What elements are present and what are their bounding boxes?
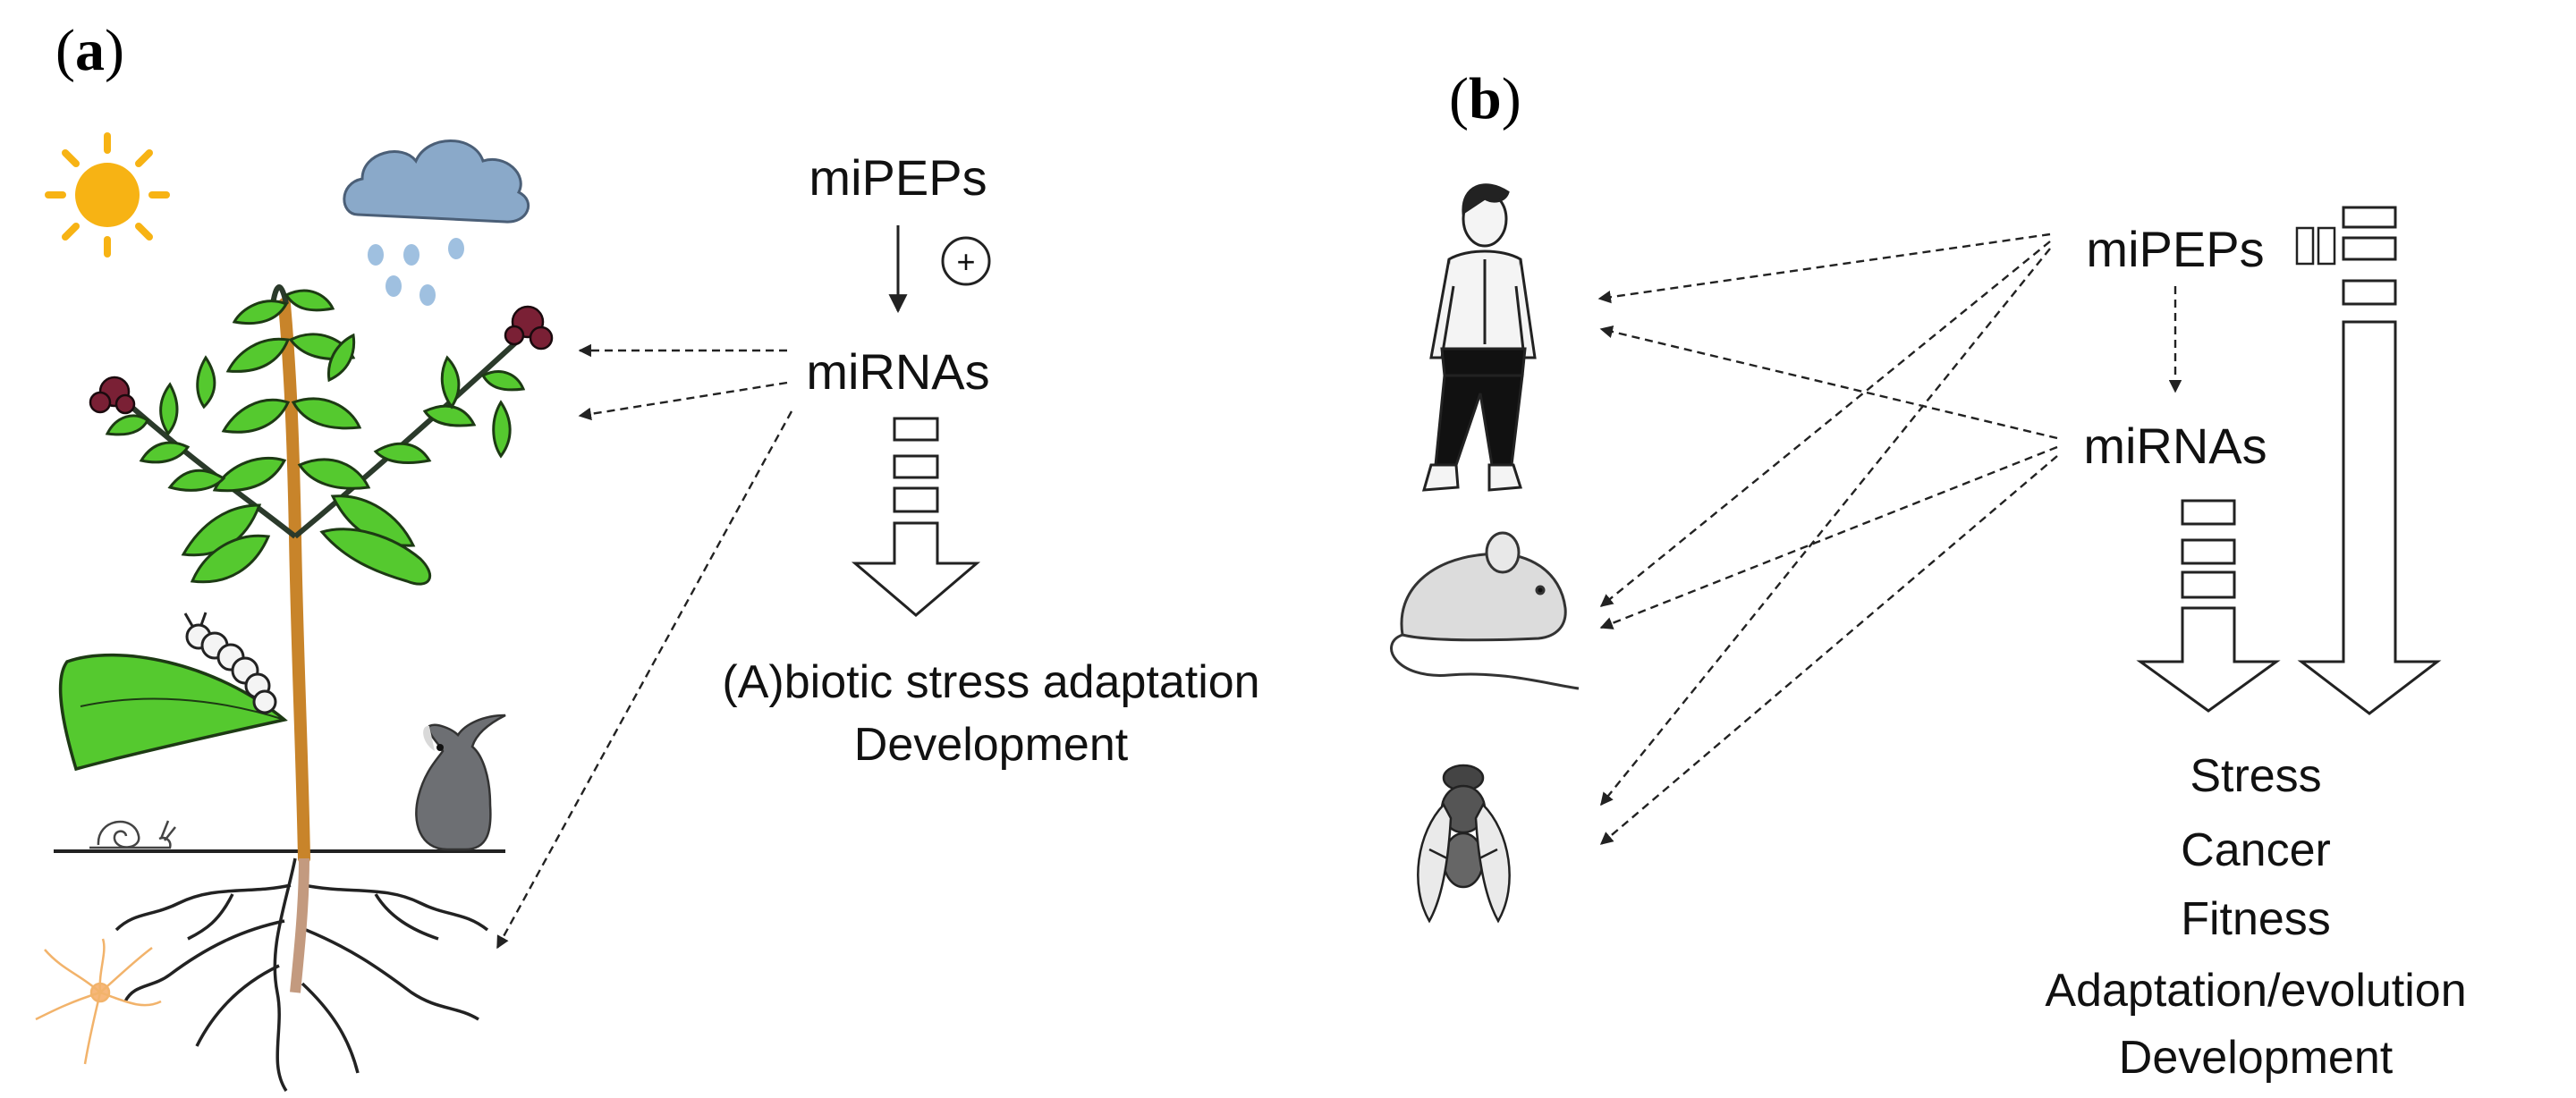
rain-cloud-icon [343, 139, 530, 306]
plant-icon [58, 284, 554, 1092]
panel-b-outcome-item: Cancer [2181, 824, 2331, 876]
sun-icon [45, 132, 170, 258]
panel-b-mipeps-to-human [1597, 232, 2051, 304]
panel-b: (b) [1390, 66, 2467, 1084]
panel-a-outcome-arrow [851, 417, 981, 617]
panel-a-outcome-line1: (A)biotic stress adaptation [722, 656, 1259, 708]
panel-a-outcome-line2: Development [854, 719, 1129, 771]
mycorrhiza-icon [35, 938, 162, 1065]
panel-b-mipeps-label: miPEPs [2086, 221, 2264, 277]
panel-b-mirnas-to-human [1599, 325, 2058, 440]
panel-b-outcome-item: Adaptation/evolution [2045, 965, 2466, 1017]
panel-b-outcome-item: Development [2119, 1032, 2394, 1084]
rabbit-icon [415, 714, 506, 851]
panel-b-outcome-item: Stress [2190, 750, 2321, 802]
panel-b-label: (b) [1449, 66, 1521, 131]
snail-icon [89, 820, 176, 849]
fly-icon [1417, 764, 1511, 924]
panel-a-label: (a) [55, 18, 124, 83]
mouse-icon [1390, 531, 1580, 690]
panel-b-mipeps-to-mouse [1599, 241, 2051, 607]
panel-b-outcomes: Stress Cancer Fitness Adaptation/evoluti… [2045, 750, 2466, 1084]
panel-b-mipeps-squares [2295, 226, 2336, 266]
panel-b-mirnas-to-fly [1599, 455, 2058, 845]
panel-a-mirnas-label: miRNAs [806, 343, 989, 400]
panel-a-mipeps-label: miPEPs [809, 149, 987, 206]
panel-a-arrow-to-roots [496, 410, 793, 950]
svg-text:+: + [956, 243, 975, 280]
plus-icon: + [941, 236, 991, 286]
panel-b-mirnas-label: miRNAs [2083, 418, 2267, 474]
panel-b-mirnas-outcome-arrow [2136, 499, 2281, 713]
human-icon [1421, 183, 1537, 492]
panel-b-mipeps-to-fly [1600, 248, 2051, 807]
panel-a: (a) [35, 18, 1260, 1092]
panel-b-mirnas-to-mouse [1599, 445, 2058, 629]
caterpillar-icon [183, 612, 277, 714]
panel-b-outcome-item: Fitness [2181, 893, 2331, 945]
panel-b-mipeps-outcome-arrow [2297, 206, 2442, 715]
panel-a-arrow-to-branch [578, 381, 788, 421]
